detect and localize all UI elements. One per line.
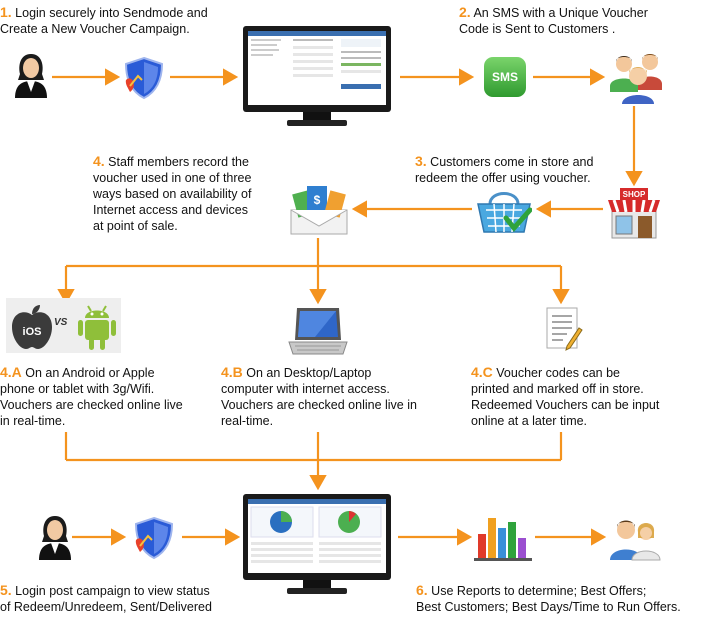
step-4-line1: Staff members record the xyxy=(104,155,249,169)
step-4a-text: 4.A On an Android or Apple phone or tabl… xyxy=(0,364,183,429)
step-2-line2: Code is Sent to Customers . xyxy=(459,22,616,36)
users-pair-icon xyxy=(610,520,661,561)
sms-icon: SMS xyxy=(484,57,526,97)
versus-label: VS xyxy=(54,317,68,328)
step-4a-line1: On an Android or Apple xyxy=(21,366,155,380)
shop-store-icon: SHOP xyxy=(608,188,660,239)
step-4c-line2: printed and marked off in store. xyxy=(471,382,644,396)
step-5-text: 5. Login post campaign to view status of… xyxy=(0,582,212,615)
step-3-line2: redeem the offer using voucher. xyxy=(415,171,591,185)
step-2-line1: An SMS with a Unique Voucher xyxy=(470,6,648,20)
vouchers-envelope-icon: $ xyxy=(290,186,348,235)
security-shield-icon-2 xyxy=(134,516,174,560)
step-4b-line3: Vouchers are checked online live in xyxy=(221,398,417,412)
step-4c-line1: Voucher codes can be xyxy=(492,366,620,380)
step-5-line2: of Redeem/Unredeem, Sent/Delivered xyxy=(0,600,212,614)
step-3-text: 3. Customers come in store and redeem th… xyxy=(415,153,593,186)
shopping-basket-icon xyxy=(477,192,532,233)
step-1-line2: Create a New Voucher Campaign. xyxy=(0,22,190,36)
step-2-number: 2. xyxy=(459,4,471,20)
step-5-line1: Login post campaign to view status xyxy=(11,584,210,598)
step-1-line1: Login securely into Sendmode and xyxy=(11,6,208,20)
security-shield-icon xyxy=(124,56,164,100)
paper-document-icon xyxy=(546,307,583,351)
step-6-line2: Best Customers; Best Days/Time to Run Of… xyxy=(416,600,681,614)
ios-label: iOS xyxy=(23,326,42,338)
step-4c-line4: online at a later time. xyxy=(471,414,588,428)
step-4-line4: Internet access and devices xyxy=(93,203,248,217)
step-5-number: 5. xyxy=(0,582,12,598)
step-4c-text: 4.C Voucher codes can be printed and mar… xyxy=(471,364,659,429)
sms-icon-label: SMS xyxy=(491,70,518,84)
step-4b-line4: real-time. xyxy=(221,414,274,428)
step-4b-line1: On an Desktop/Laptop xyxy=(242,366,372,380)
step-4a-line2: phone or tablet with 3g/Wifi. xyxy=(0,382,155,396)
step-3-number: 3. xyxy=(415,153,427,169)
step-1-text: 1. Login securely into Sendmode and Crea… xyxy=(0,4,208,37)
monitor-dashboard-screen-icon xyxy=(243,494,391,594)
step-1-number: 1. xyxy=(0,4,12,20)
businesswoman-icon xyxy=(15,54,47,98)
step-4a-line4: in real-time. xyxy=(0,414,66,428)
step-4c-number: 4.C xyxy=(471,364,493,380)
step-4-line3: ways based on availability of xyxy=(93,187,252,201)
step-4-line5: at point of sale. xyxy=(93,219,178,233)
laptop-icon xyxy=(288,308,348,355)
voucher-dollar-label: $ xyxy=(314,193,321,207)
step-2-text: 2. An SMS with a Unique Voucher Code is … xyxy=(459,4,648,37)
step-4a-line3: Vouchers are checked online live xyxy=(0,398,183,412)
step-6-number: 6. xyxy=(416,582,428,598)
step-4b-text: 4.B On an Desktop/Laptop computer with i… xyxy=(221,364,417,429)
android-robot-icon xyxy=(78,305,116,350)
step-6-text: 6. Use Reports to determine; Best Offers… xyxy=(416,582,681,615)
apple-ios-icon: iOS xyxy=(12,305,52,349)
monitor-campaign-screen-icon xyxy=(243,26,391,126)
step-3-line1: Customers come in store and xyxy=(426,155,594,169)
step-4b-number: 4.B xyxy=(221,364,243,380)
step-4-text: 4. Staff members record the voucher used… xyxy=(93,153,251,234)
customers-group-icon xyxy=(610,54,662,104)
reports-bar-chart-icon xyxy=(474,518,532,561)
step-4a-number: 4.A xyxy=(0,364,22,380)
step-4b-line2: computer with internet access. xyxy=(221,382,390,396)
step-6-line1: Use Reports to determine; Best Offers; xyxy=(427,584,647,598)
step-4-line2: voucher used in one of three xyxy=(93,171,252,185)
step-4-number: 4. xyxy=(93,153,105,169)
step-4c-line3: Redeemed Vouchers can be input xyxy=(471,398,660,412)
shop-sign-label: SHOP xyxy=(623,190,646,199)
businesswoman-icon-2 xyxy=(39,516,71,560)
